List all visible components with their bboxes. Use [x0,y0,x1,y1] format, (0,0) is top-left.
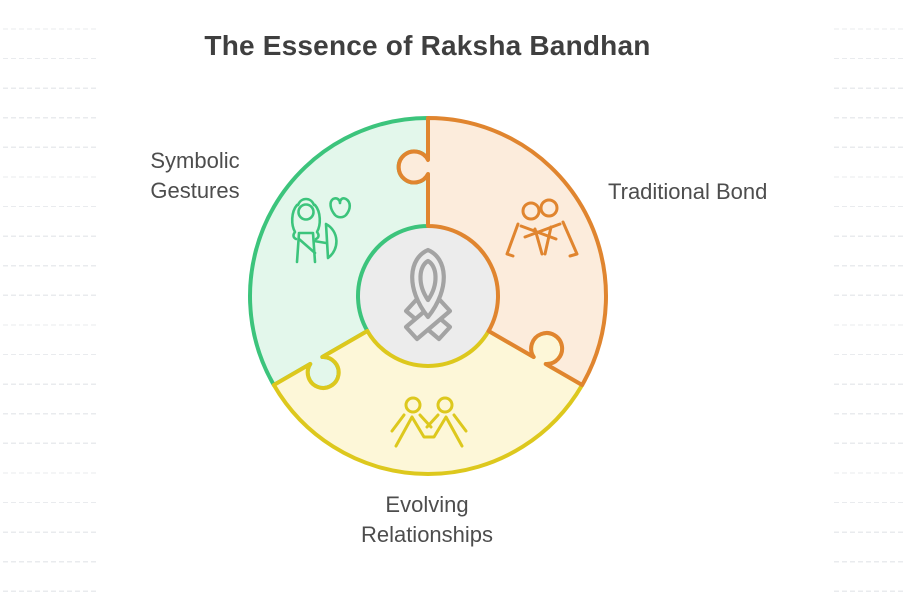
segment-traditional-bond [396,116,608,387]
puzzle-pieces [248,116,608,476]
sister-with-heart-icon [290,197,352,264]
page-title: The Essence of Raksha Bandhan [204,30,651,61]
label-traditional-bond: Traditional Bond [608,179,768,204]
awareness-ribbon-icon [403,247,453,342]
label-evolving-relationships: Evolving Relationships [360,492,494,547]
siblings-hug-icon [505,198,579,258]
people-holding-hands-icon [390,396,468,448]
label-symbolic-gestures: Symbolic Gestures [150,148,240,203]
